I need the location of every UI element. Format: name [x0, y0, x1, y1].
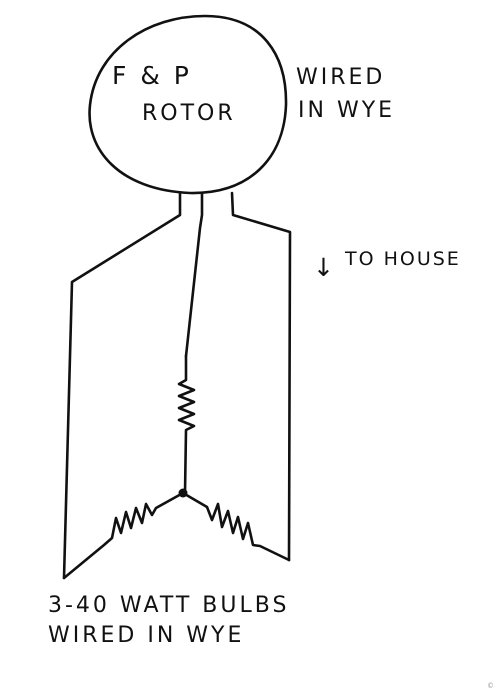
rotor-lead-center: [184, 191, 204, 358]
wiring-note-line1: WIRED: [296, 65, 385, 90]
rotor-title-line1: F & P: [112, 61, 192, 90]
rotor-lead-left: [62, 191, 182, 580]
load-note-line2: WIRED IN WYE: [48, 623, 244, 648]
bulb-left-resistor: [62, 491, 185, 580]
bulb-right-resistor: [181, 491, 291, 562]
rotor-circle: [88, 14, 288, 195]
rotor-lead-right: [230, 191, 292, 562]
down-arrow-icon: ↓: [313, 253, 337, 282]
direction-note-text: TO HOUSE: [344, 248, 461, 270]
rotor-title-line2: ROTOR: [142, 101, 236, 126]
load-note-line1: 3-40 WATT BULBS: [48, 593, 289, 618]
bulb-top-resistor: [177, 354, 196, 495]
wiring-note-line2: IN WYE: [298, 98, 395, 123]
corner-mark: ©: [487, 682, 494, 690]
